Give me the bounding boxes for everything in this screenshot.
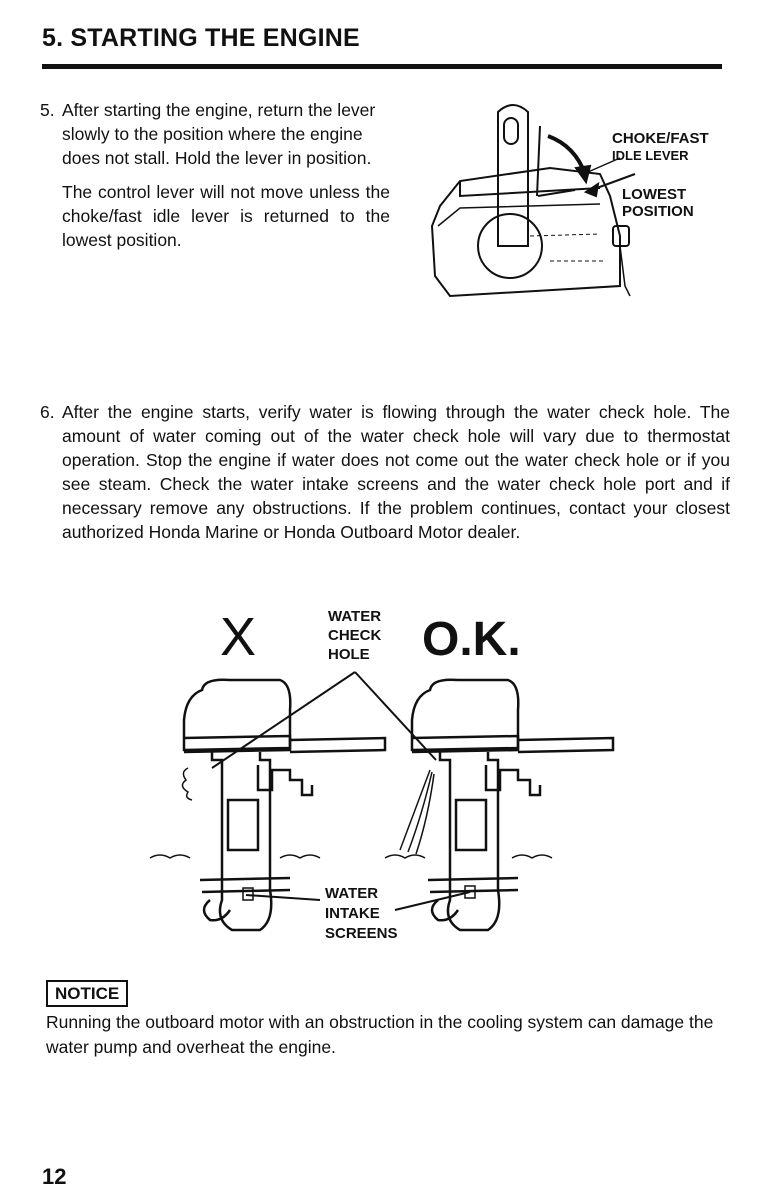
step-6-paragraph: After the engine starts, verify water is…: [62, 402, 730, 542]
section-title: 5. STARTING THE ENGINE: [42, 24, 360, 52]
ok-label: O.K.: [422, 613, 521, 666]
water-check-hole-label-line-2: CHECK: [328, 627, 382, 644]
notice-label: NOTICE: [46, 980, 129, 1007]
control-box-figure: CHOKE/FAST IDLE LEVER LOWEST POSITION: [400, 96, 740, 316]
x-mark-incorrect: X: [220, 607, 257, 667]
water-intake-label-line-3: SCREENS: [325, 925, 398, 942]
water-check-figure: X WATER CHECK HOLE O.K. WATER INTAKE SCR…: [140, 600, 620, 950]
step-6-number: 6.: [40, 402, 55, 422]
title-rule: [42, 64, 722, 69]
outboard-motors-illustration: [149, 671, 615, 932]
step-5-body: After starting the engine, return the le…: [62, 98, 390, 252]
page-number: 12: [42, 1164, 67, 1189]
lowest-position-label-line-2: POSITION: [622, 203, 694, 220]
water-intake-label-line-2: INTAKE: [325, 905, 380, 922]
step-5-paragraph-2: The control lever will not move unless t…: [62, 182, 390, 250]
notice-text: Running the outboard motor with an obstr…: [46, 1012, 714, 1057]
step-6: 6. After the engine starts, verify water…: [40, 400, 730, 544]
step-5-paragraph-1: After starting the engine, return the le…: [62, 100, 376, 168]
water-check-hole-label-line-1: WATER: [328, 608, 382, 625]
water-intake-label-line-1: WATER: [325, 885, 379, 902]
control-box-illustration: [430, 104, 636, 298]
step-5: 5. After starting the engine, return the…: [40, 98, 390, 252]
water-check-hole-label-line-3: HOLE: [328, 646, 370, 663]
choke-lever-label-line-2: IDLE LEVER: [612, 148, 689, 163]
step-5-number: 5.: [40, 100, 55, 120]
lowest-position-label-line-1: LOWEST: [622, 186, 687, 203]
choke-lever-label-line-1: CHOKE/FAST: [612, 130, 709, 147]
